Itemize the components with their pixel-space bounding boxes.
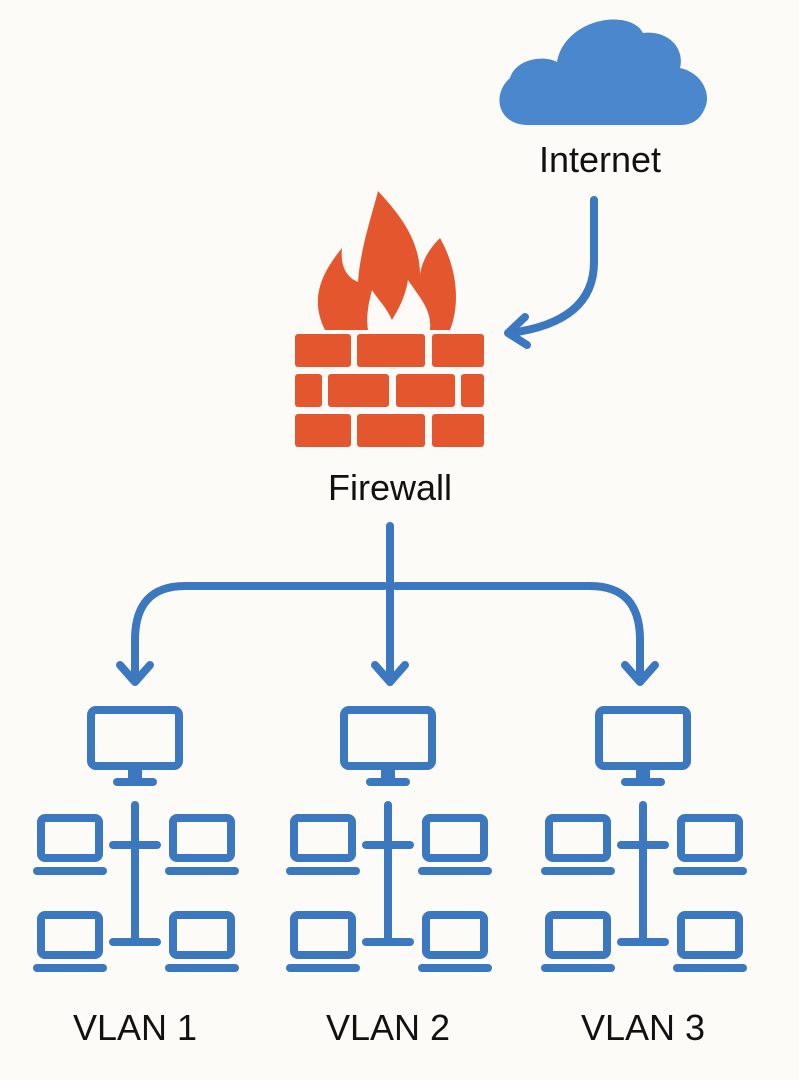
connector-line <box>506 196 598 337</box>
laptop-icon <box>673 814 747 875</box>
brick-wall <box>295 334 484 447</box>
laptop-icon <box>33 911 107 972</box>
arrowhead-icon <box>371 661 409 686</box>
vlan-label: VLAN 2 <box>326 1007 450 1048</box>
network-bus <box>362 801 414 946</box>
laptop-icon <box>418 911 492 972</box>
edge-firewall-vlans <box>116 522 659 686</box>
monitor-stand <box>621 768 665 786</box>
laptop-icon <box>286 911 360 972</box>
vlan-node: VLAN 2 <box>286 706 492 1048</box>
laptop-icon <box>541 911 615 972</box>
arrowhead-icon <box>116 661 154 686</box>
monitor-icon <box>595 706 691 770</box>
arrowhead-icon <box>621 661 659 686</box>
laptop-icon <box>673 911 747 972</box>
network-bus <box>617 801 669 946</box>
vlan-node: VLAN 1 <box>33 706 239 1048</box>
monitor-stand <box>366 768 410 786</box>
flame-icon <box>317 191 456 330</box>
firewall-icon <box>295 191 484 447</box>
internet-label: Internet <box>539 139 661 180</box>
monitor-icon <box>340 706 436 770</box>
laptop-icon <box>165 911 239 972</box>
cloud-icon <box>499 19 708 126</box>
connector-right <box>392 582 644 684</box>
laptop-icon <box>541 814 615 875</box>
vlan-node: VLAN 3 <box>541 706 747 1048</box>
connector-left <box>131 582 388 684</box>
network-bus <box>109 801 161 946</box>
vlan-label: VLAN 3 <box>581 1007 705 1048</box>
firewall-node: Firewall <box>295 191 484 508</box>
laptop-icon <box>286 814 360 875</box>
monitor-icon <box>87 706 183 770</box>
laptop-icon <box>165 814 239 875</box>
arrowhead-icon <box>504 313 531 349</box>
internet-node: Internet <box>499 19 708 180</box>
laptop-icon <box>33 814 107 875</box>
monitor-stand <box>113 768 157 786</box>
laptop-icon <box>418 814 492 875</box>
vlan-label: VLAN 1 <box>73 1007 197 1048</box>
edge-internet-firewall <box>504 196 598 349</box>
firewall-label: Firewall <box>328 467 452 508</box>
